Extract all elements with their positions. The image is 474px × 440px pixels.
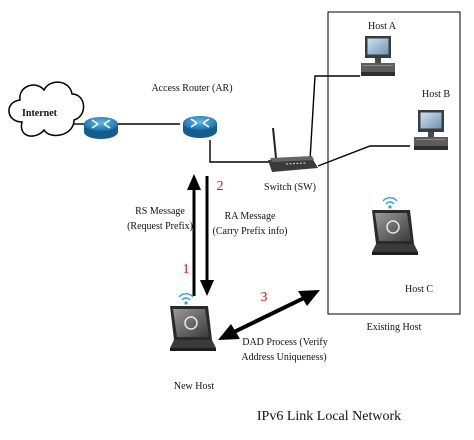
desktop-computer-icon: [361, 36, 395, 76]
switch-icon: [268, 127, 318, 172]
switch-label: Switch (SW): [264, 182, 316, 193]
host-b-label: Host B: [422, 89, 450, 100]
router-icon: [83, 116, 119, 140]
network-title: IPv6 Link Local Network: [257, 409, 401, 424]
wifi-icon: [178, 292, 194, 306]
internet-label: Internet: [22, 108, 58, 119]
rs-arrow: [187, 174, 201, 296]
step-3-number: 3: [261, 290, 268, 305]
step-1-number: 1: [183, 262, 190, 277]
desktop-computer-icon: [414, 110, 448, 150]
ra-arrow: [200, 176, 214, 296]
step-2-number: 2: [217, 179, 224, 194]
access-router-icon: [182, 115, 218, 139]
laptop-icon: [371, 209, 419, 256]
rs-message-label: RS Message: [135, 206, 185, 217]
dad-process-detail: Address Uniqueness): [241, 352, 326, 363]
ra-message-detail: (Carry Prefix info): [213, 226, 288, 237]
dad-process-label: DAD Process (Verify: [242, 337, 328, 348]
network-links: [72, 75, 410, 167]
cloud-icon: [8, 81, 85, 137]
new-host-label: New Host: [174, 381, 214, 392]
wifi-icon: [382, 196, 398, 210]
dad-arrow: [218, 290, 320, 340]
existing-host-label: Existing Host: [367, 322, 422, 333]
ra-message-label: RA Message: [225, 211, 276, 222]
host-a-label: Host A: [368, 21, 397, 32]
host-c-label: Host C: [405, 284, 433, 295]
rs-message-detail: (Request Prefix): [127, 221, 193, 232]
access-router-label: Access Router (AR): [151, 83, 232, 94]
existing-host-box: [327, 11, 461, 315]
laptop-icon: [169, 305, 217, 352]
